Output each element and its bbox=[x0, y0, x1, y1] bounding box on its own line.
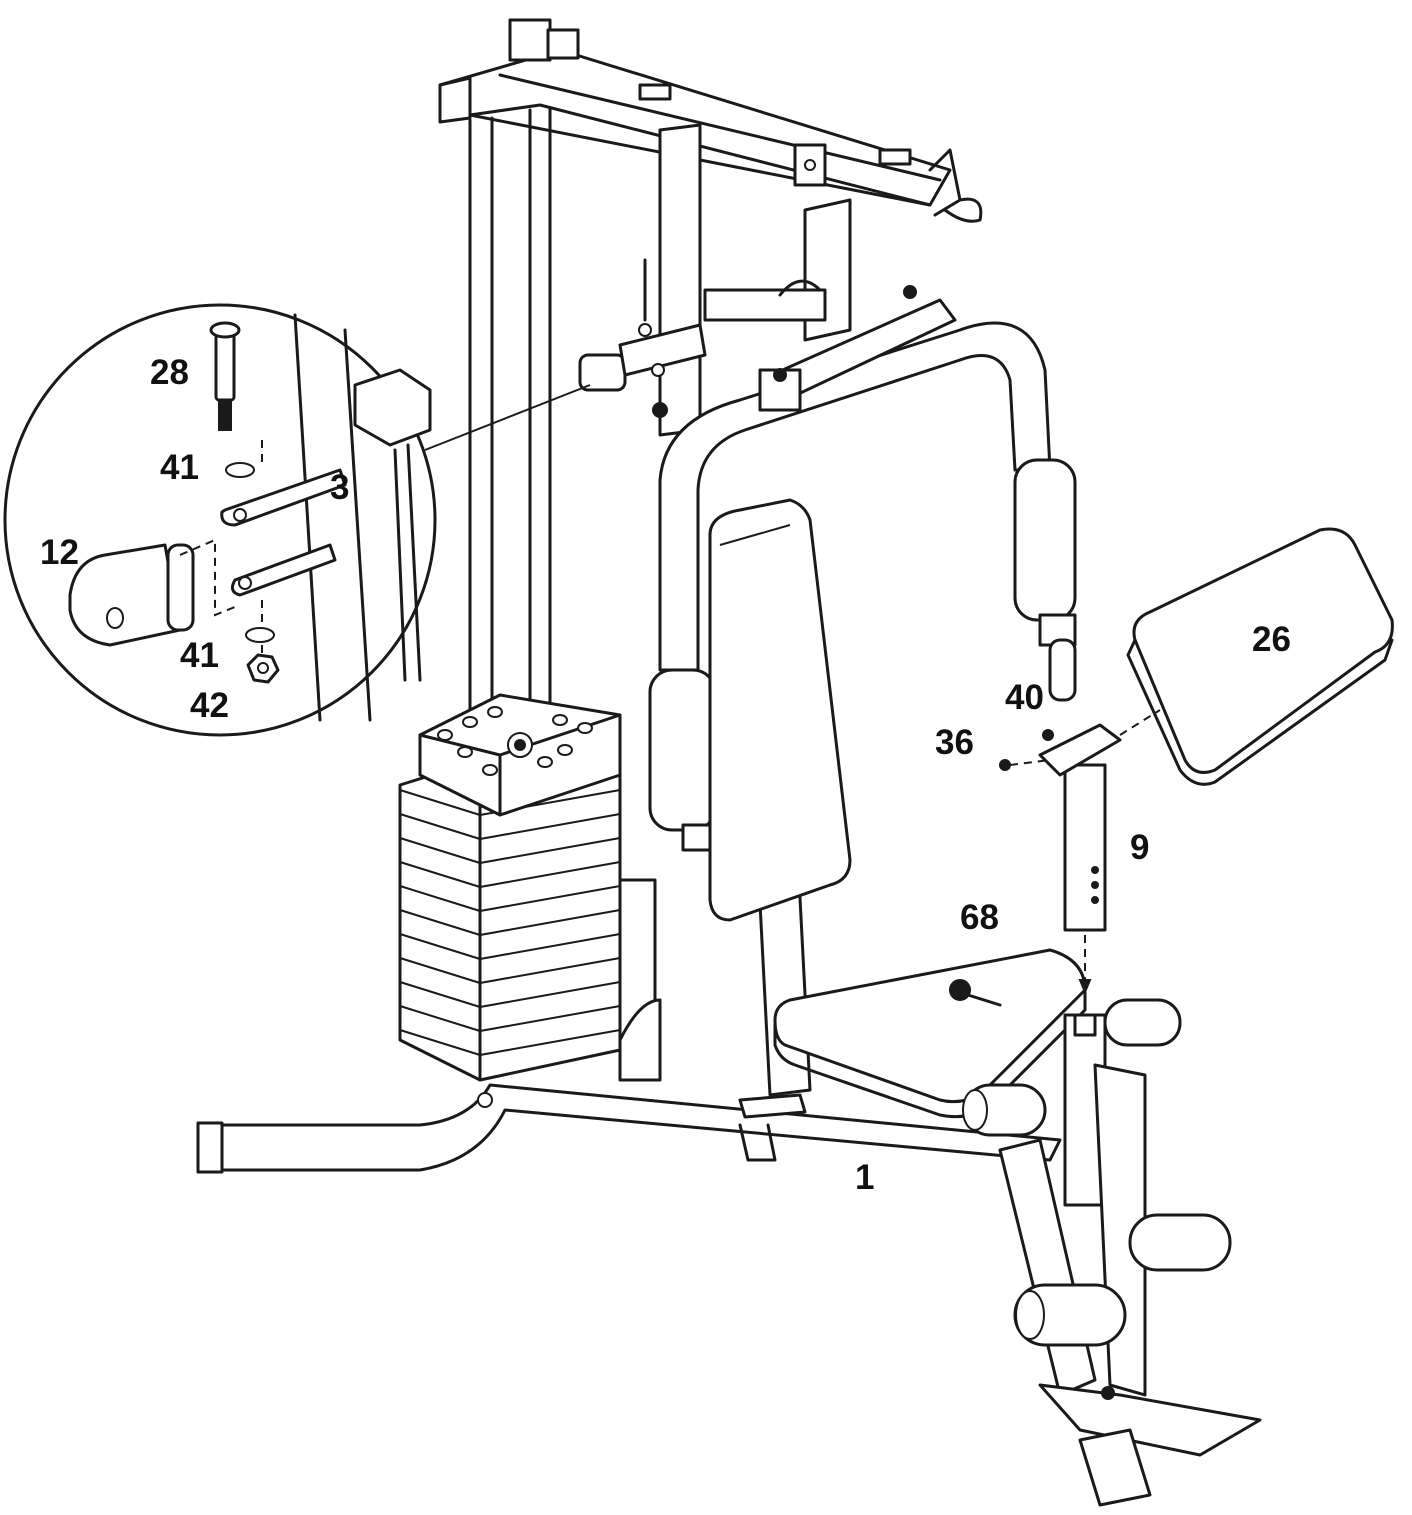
part-label-12: 12 bbox=[40, 533, 79, 572]
part-label-41-upper: 41 bbox=[160, 448, 199, 487]
part-label-28: 28 bbox=[150, 353, 189, 392]
part-label-42: 42 bbox=[190, 686, 229, 725]
leg-extension bbox=[962, 998, 1262, 1507]
guide-rods bbox=[468, 106, 552, 722]
pad-26 bbox=[1126, 527, 1394, 786]
top-crossbar bbox=[438, 18, 983, 223]
part-label-68: 68 bbox=[960, 898, 999, 937]
part-label-3: 3 bbox=[330, 468, 350, 507]
part-label-1: 1 bbox=[855, 1158, 875, 1197]
seat-post bbox=[999, 709, 1161, 995]
part-label-26: 26 bbox=[1252, 620, 1291, 659]
part-label-41-lower: 41 bbox=[180, 636, 219, 675]
pivot-bracket bbox=[578, 258, 707, 418]
base-frame bbox=[196, 998, 1062, 1174]
part-label-40: 40 bbox=[1005, 678, 1044, 717]
part-label-36: 36 bbox=[935, 723, 974, 762]
weight-stack bbox=[398, 693, 657, 1082]
part-label-9: 9 bbox=[1130, 828, 1150, 867]
backrest-pad bbox=[708, 498, 852, 922]
press-arm bbox=[648, 285, 1077, 852]
detail-magnifier bbox=[3, 303, 591, 737]
